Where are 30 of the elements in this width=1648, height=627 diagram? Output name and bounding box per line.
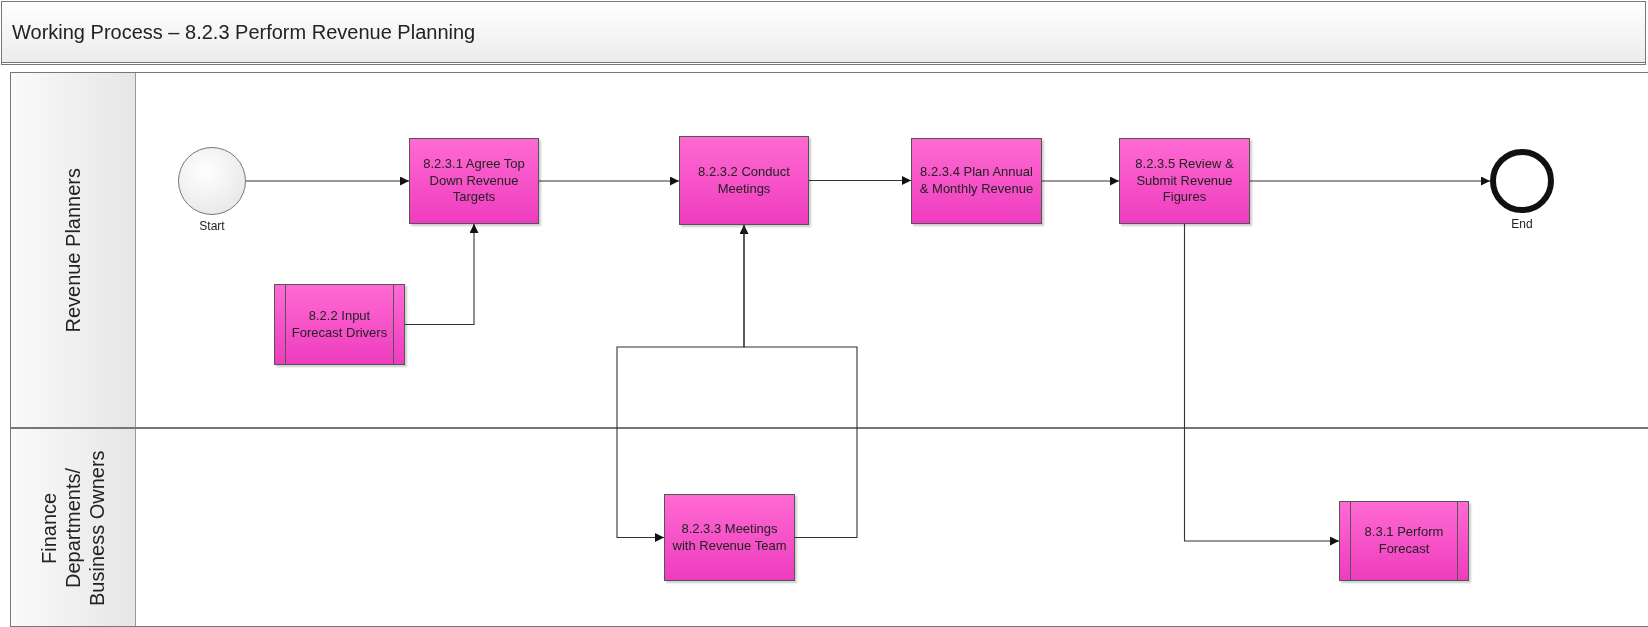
- box-label: 8.3.1 Perform Forecast: [1363, 524, 1445, 558]
- box-label: 8.2.3.4 Plan Annual & Monthly Revenue: [918, 164, 1035, 198]
- box-label: 8.2.3.1 Agree Top Down Revenue Targets: [422, 155, 526, 207]
- connector-arrow: [808, 176, 912, 185]
- node-caption: Start: [199, 219, 225, 233]
- subprocess-box: [1339, 501, 1469, 581]
- connector-arrow: [1041, 176, 1120, 186]
- connector-arrow: [245, 176, 410, 186]
- box-label: 8.2.3.2 Conduct Meetings: [697, 163, 791, 198]
- process-box: [1119, 138, 1250, 224]
- process-box: [409, 138, 539, 224]
- box-label: 8.2.3.5 Review & Submit Revenue Figures: [1134, 155, 1235, 207]
- subprocess-box: [274, 284, 405, 365]
- connector-arrow: [1249, 176, 1491, 186]
- connector-arrow: [1183, 223, 1340, 546]
- end-event-circle: [1490, 149, 1554, 213]
- connector-arrow: [616, 224, 745, 542]
- connector-arrow: [404, 223, 479, 326]
- process-box: [679, 136, 809, 225]
- diagram-title: Working Process – 8.2.3 Perform Revenue Planning: [12, 20, 476, 44]
- node-caption: End: [1511, 217, 1533, 231]
- process-box: [664, 494, 795, 581]
- box-label: 8.2.2 Input Forecast Drivers: [290, 307, 389, 342]
- lane-label: Revenue Planners: [61, 167, 85, 333]
- lane-label: Finance Departments/ Business Owners: [37, 448, 109, 608]
- connector-arrow: [538, 176, 680, 186]
- process-box: [911, 138, 1042, 224]
- box-label: 8.2.3.3 Meetings with Revenue Team: [671, 520, 788, 555]
- swimlane: [10, 72, 1648, 428]
- swimlane: [10, 428, 1648, 627]
